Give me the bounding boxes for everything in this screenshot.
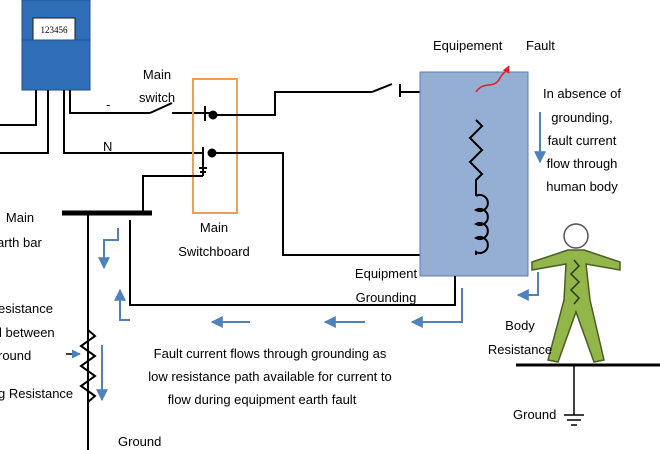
- earth-link-to-bar: [142, 175, 203, 213]
- main-switch-blade: [149, 102, 173, 114]
- label-resist-1: esistance: [0, 301, 53, 316]
- meter-display-label: 123456: [41, 25, 69, 35]
- label-absence-1: In absence of: [543, 86, 621, 101]
- label-main-board-2: Switchboard: [178, 244, 250, 259]
- current-flow-arrows: [96, 112, 546, 402]
- main-switchboard: [192, 78, 238, 214]
- neutral-to-equipment: [212, 152, 476, 256]
- label-absence-5: human body: [546, 179, 618, 194]
- phase-wire: [69, 90, 150, 114]
- switchboard-border: [192, 78, 238, 214]
- equipment-grounding-wire: [129, 220, 456, 306]
- flow-arrow-up: [114, 288, 130, 321]
- label-main-switch-2: switch: [139, 90, 175, 105]
- label-equipment: Equipement: [433, 38, 503, 53]
- equipment-inductor: [473, 194, 489, 255]
- left-neutral-wire: [0, 90, 49, 154]
- label-equip-ground-2: Grounding: [356, 290, 417, 305]
- phase-to-equipment: [213, 91, 372, 116]
- label-dash: -: [106, 97, 110, 112]
- label-body-res-1: Body: [505, 318, 535, 333]
- flow-arrow-equipment: [410, 288, 463, 328]
- equipment-enclosure: [419, 71, 529, 277]
- label-resist-3: round: [0, 348, 31, 363]
- labels: Main switch - N Main Switchboard Main ar…: [0, 38, 621, 449]
- main-earth-bar: [62, 210, 152, 450]
- label-fault-flow-2: low resistance path available for curren…: [148, 369, 392, 384]
- label-ground-right: Ground: [513, 407, 556, 422]
- label-absence-4: flow through: [547, 156, 618, 171]
- flow-arrow-bar-down: [98, 228, 119, 270]
- energy-meter: 123456: [21, 0, 91, 91]
- fault-indicator: [475, 65, 510, 93]
- body-resistance-symbol: [569, 259, 581, 305]
- label-fault: Fault: [526, 38, 555, 53]
- flow-arrow-body-out: [516, 272, 539, 301]
- label-absence-3: fault current: [548, 133, 617, 148]
- equipment: [419, 65, 529, 277]
- human-head: [563, 223, 589, 249]
- ground-resistance-symbol: [79, 329, 97, 403]
- label-resist-2: l between: [0, 325, 55, 340]
- label-main-earth-bar-1: Main: [6, 210, 34, 225]
- equipment-switch-blade: [371, 83, 393, 93]
- left-supply-wire: [0, 90, 37, 126]
- label-neutral: N: [103, 139, 112, 154]
- label-equip-ground-1: Equipment: [355, 266, 418, 281]
- ground-right: [516, 363, 660, 426]
- label-main-switch-1: Main: [143, 67, 171, 82]
- meter-body: [21, 0, 91, 91]
- label-main-earth-bar-2: arth bar: [0, 235, 42, 250]
- label-absence-2: grounding,: [551, 110, 612, 125]
- label-body-res-2: Resistance: [488, 342, 552, 357]
- label-main-board-1: Main: [200, 220, 228, 235]
- equipment-resistor: [468, 119, 484, 196]
- label-ground-left: Ground: [118, 434, 161, 449]
- label-fault-flow-1: Fault current flows through grounding as: [154, 346, 387, 361]
- human-figure: [531, 249, 621, 363]
- label-fault-flow-3: flow during equipment earth fault: [168, 392, 357, 407]
- main-switch: [149, 102, 205, 114]
- human-body: [531, 223, 621, 363]
- neutral-wire: [63, 90, 203, 154]
- label-resist-4: g Resistance: [0, 386, 73, 401]
- supply-wires: [0, 90, 203, 154]
